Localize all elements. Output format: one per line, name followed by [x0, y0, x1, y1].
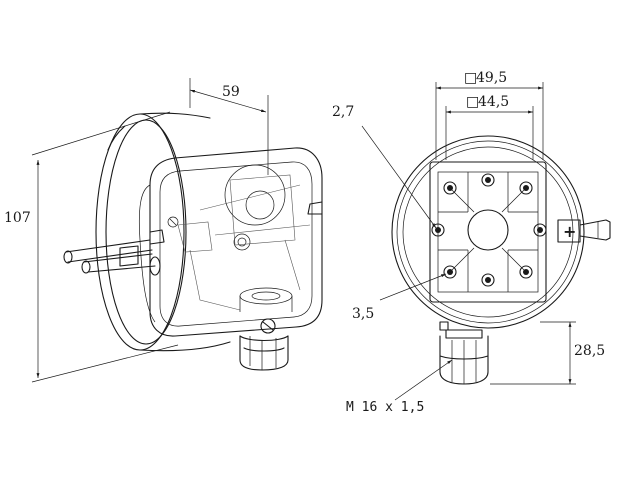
dim-height-label: 107 — [4, 210, 31, 226]
hole — [431, 223, 445, 237]
dimension-28-5: 28,5 — [490, 321, 605, 385]
hole — [481, 273, 495, 287]
leader-3-5: 3,5 — [352, 273, 447, 322]
dim-inner-square-symbol: □ — [466, 94, 479, 110]
housing-shell — [95, 112, 231, 352]
dim-hole-large-label: 3,5 — [352, 306, 374, 322]
hole — [533, 223, 547, 237]
pressure-nozzles — [63, 239, 161, 276]
hole — [519, 181, 533, 195]
dim-hole-small-label: 2,7 — [332, 104, 354, 120]
front-housing — [391, 135, 585, 329]
dim-inner-square-label: 44,5 — [478, 94, 509, 110]
hole — [443, 265, 457, 279]
dim-gland-offset-label: 28,5 — [574, 343, 605, 359]
cable-gland-front — [439, 321, 489, 385]
front-view: □ 49,5 □ 44,5 — [332, 70, 611, 415]
thread-label: M 16 x 1,5 — [346, 400, 424, 415]
dim-outer-square-symbol: □ — [464, 70, 477, 86]
mounting-holes — [431, 173, 547, 287]
internal-parts — [167, 164, 311, 312]
dimension-44-5: □ 44,5 — [445, 94, 534, 160]
hole — [481, 173, 495, 187]
side-view: 59 107 — [4, 78, 323, 383]
cable-gland-side — [239, 318, 289, 371]
hole — [519, 265, 533, 279]
leader-2-7: 2,7 — [332, 104, 437, 229]
dim-width-label: 59 — [222, 84, 240, 100]
hole — [443, 181, 457, 195]
dimension-49-5: □ 49,5 — [435, 70, 544, 160]
dim-outer-square-label: 49,5 — [476, 70, 507, 86]
plus-label: + — [563, 222, 576, 241]
dimension-59: 59 — [189, 78, 269, 175]
leader-thread: M 16 x 1,5 — [346, 359, 453, 415]
dimension-107: 107 — [4, 111, 179, 383]
plus-nozzle: + — [557, 219, 611, 243]
cover-body — [138, 147, 323, 337]
